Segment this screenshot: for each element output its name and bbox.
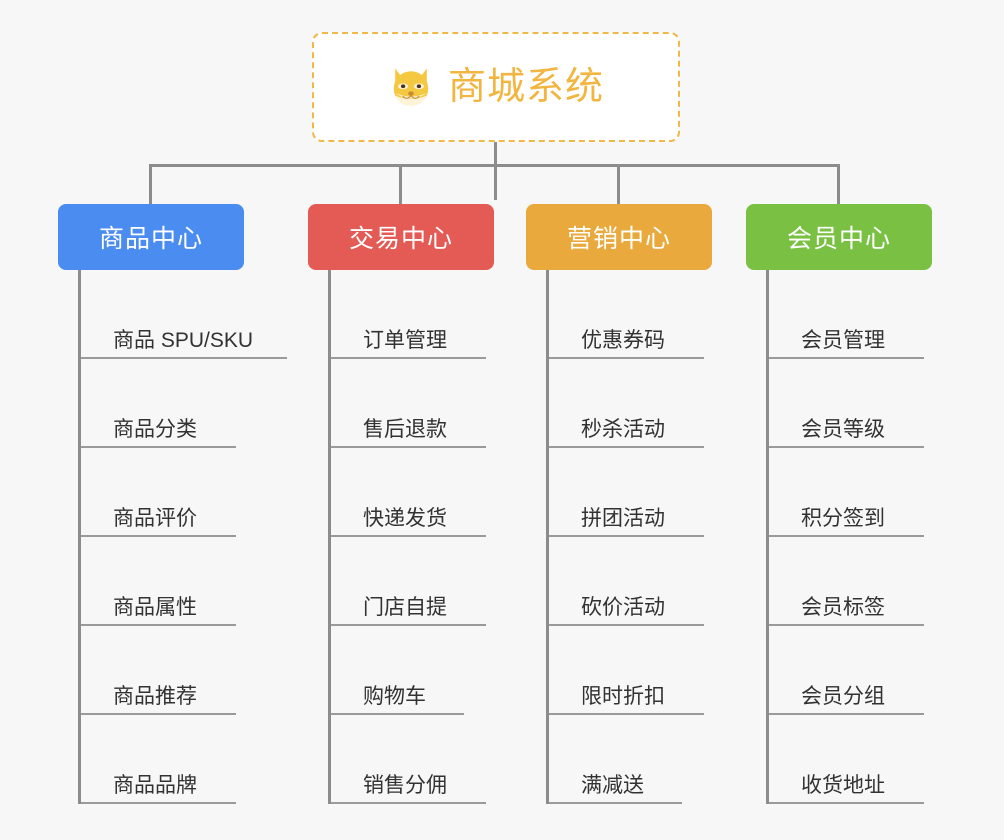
leaf-label: 优惠券码 <box>581 328 665 352</box>
leaf-label: 售后退款 <box>363 417 447 441</box>
leaf-item[interactable]: 商品评价 <box>81 448 244 537</box>
branch-body-3: 优惠券码 秒杀活动 拼团活动 砍价活动 限时折扣 满减送 <box>546 270 712 804</box>
leaf-label: 会员管理 <box>801 328 885 352</box>
branch-header-label: 会员中心 <box>786 225 891 253</box>
leaf-label: 会员分组 <box>801 684 885 708</box>
branch-column-4: 会员中心 会员管理 会员等级 积分签到 会员标签 会员分组 <box>746 204 932 804</box>
leaf-label: 商品 SPU/SKU <box>113 328 254 352</box>
leaf-underline <box>81 624 236 626</box>
leaf-label: 秒杀活动 <box>581 417 665 441</box>
branch-column-2: 交易中心 订单管理 售后退款 快递发货 门店自提 购物车 <box>308 204 494 804</box>
branch-header-label: 交易中心 <box>348 225 453 253</box>
leaf-label: 商品分类 <box>113 417 197 441</box>
leaf-underline <box>331 713 464 715</box>
connector-drop-2 <box>399 164 402 206</box>
leaf-underline <box>81 802 236 804</box>
connector-root-stem <box>494 142 497 200</box>
leaf-label: 满减送 <box>581 773 644 797</box>
leaf-item[interactable]: 订单管理 <box>331 270 494 359</box>
leaf-item[interactable]: 限时折扣 <box>549 626 712 715</box>
leaf-item[interactable]: 售后退款 <box>331 359 494 448</box>
leaf-item[interactable]: 商品推荐 <box>81 626 244 715</box>
branch-body-4: 会员管理 会员等级 积分签到 会员标签 会员分组 收货地址 <box>766 270 932 804</box>
leaf-underline <box>81 357 287 359</box>
leaf-label: 门店自提 <box>363 595 447 619</box>
branch-column-3: 营销中心 优惠券码 秒杀活动 拼团活动 砍价活动 限时折扣 <box>526 204 712 804</box>
leaf-underline <box>549 624 704 626</box>
leaf-label: 积分签到 <box>801 506 885 530</box>
branch-column-1: 商品中心 商品 SPU/SKU 商品分类 商品评价 商品属性 商品推荐 <box>58 204 287 804</box>
leaf-item[interactable]: 快递发货 <box>331 448 494 537</box>
connector-drop-1 <box>149 164 152 206</box>
leaf-label: 会员等级 <box>801 417 885 441</box>
leaf-item[interactable]: 门店自提 <box>331 537 494 626</box>
leaf-underline <box>769 802 924 804</box>
leaf-underline <box>331 535 486 537</box>
leaf-label: 订单管理 <box>363 328 447 352</box>
leaf-underline <box>331 446 486 448</box>
leaf-underline <box>331 357 486 359</box>
branch-header-label: 营销中心 <box>566 225 671 253</box>
leaf-label: 购物车 <box>363 684 426 708</box>
leaf-underline <box>331 624 486 626</box>
leaf-underline <box>549 357 704 359</box>
leaf-underline <box>81 446 236 448</box>
leaf-underline <box>81 713 236 715</box>
leaf-label: 商品属性 <box>113 595 197 619</box>
leaf-label: 拼团活动 <box>581 506 665 530</box>
leaf-label: 商品评价 <box>113 506 197 530</box>
leaf-underline <box>549 802 682 804</box>
connector-drop-3 <box>617 164 620 206</box>
leaf-item[interactable]: 砍价活动 <box>549 537 712 626</box>
leaf-underline <box>549 535 704 537</box>
leaf-underline <box>769 713 924 715</box>
leaf-label: 销售分佣 <box>363 773 447 797</box>
connector-drop-4 <box>837 164 840 206</box>
leaf-underline <box>769 624 924 626</box>
leaf-item[interactable]: 商品分类 <box>81 359 244 448</box>
branch-header-1[interactable]: 商品中心 <box>58 204 244 270</box>
leaf-item[interactable]: 满减送 <box>549 715 712 804</box>
leaf-underline <box>769 535 924 537</box>
leaf-label: 砍价活动 <box>581 595 665 619</box>
leaf-label: 快递发货 <box>363 506 447 530</box>
leaf-item[interactable]: 积分签到 <box>769 448 932 537</box>
leaf-item[interactable]: 销售分佣 <box>331 715 494 804</box>
dog-face-icon <box>388 64 434 110</box>
branch-header-3[interactable]: 营销中心 <box>526 204 712 270</box>
leaf-underline <box>769 357 924 359</box>
leaf-underline <box>769 446 924 448</box>
leaf-label: 收货地址 <box>801 773 885 797</box>
leaf-item[interactable]: 商品 SPU/SKU <box>81 270 287 359</box>
leaf-item[interactable]: 优惠券码 <box>549 270 712 359</box>
leaf-item[interactable]: 会员等级 <box>769 359 932 448</box>
branch-header-2[interactable]: 交易中心 <box>308 204 494 270</box>
leaf-underline <box>81 535 236 537</box>
leaf-underline <box>549 446 704 448</box>
leaf-item[interactable]: 会员标签 <box>769 537 932 626</box>
leaf-item[interactable]: 秒杀活动 <box>549 359 712 448</box>
leaf-underline <box>331 802 486 804</box>
leaf-label: 商品推荐 <box>113 684 197 708</box>
leaf-label: 会员标签 <box>801 595 885 619</box>
root-title: 商城系统 <box>447 66 604 108</box>
branch-body-2: 订单管理 售后退款 快递发货 门店自提 购物车 销售分佣 <box>328 270 494 804</box>
leaf-item[interactable]: 商品品牌 <box>81 715 244 804</box>
leaf-item[interactable]: 会员分组 <box>769 626 932 715</box>
leaf-underline <box>549 713 704 715</box>
leaf-item[interactable]: 收货地址 <box>769 715 932 804</box>
leaf-label: 限时折扣 <box>581 684 665 708</box>
branch-header-label: 商品中心 <box>98 225 203 253</box>
connector-horizontal-bar <box>149 164 840 167</box>
leaf-label: 商品品牌 <box>113 773 197 797</box>
leaf-item[interactable]: 商品属性 <box>81 537 244 626</box>
leaf-item[interactable]: 拼团活动 <box>549 448 712 537</box>
leaf-item[interactable]: 购物车 <box>331 626 494 715</box>
branch-body-1: 商品 SPU/SKU 商品分类 商品评价 商品属性 商品推荐 商品品牌 <box>78 270 287 804</box>
leaf-item[interactable]: 会员管理 <box>769 270 932 359</box>
root-node[interactable]: 商城系统 <box>312 32 680 142</box>
branch-header-4[interactable]: 会员中心 <box>746 204 932 270</box>
